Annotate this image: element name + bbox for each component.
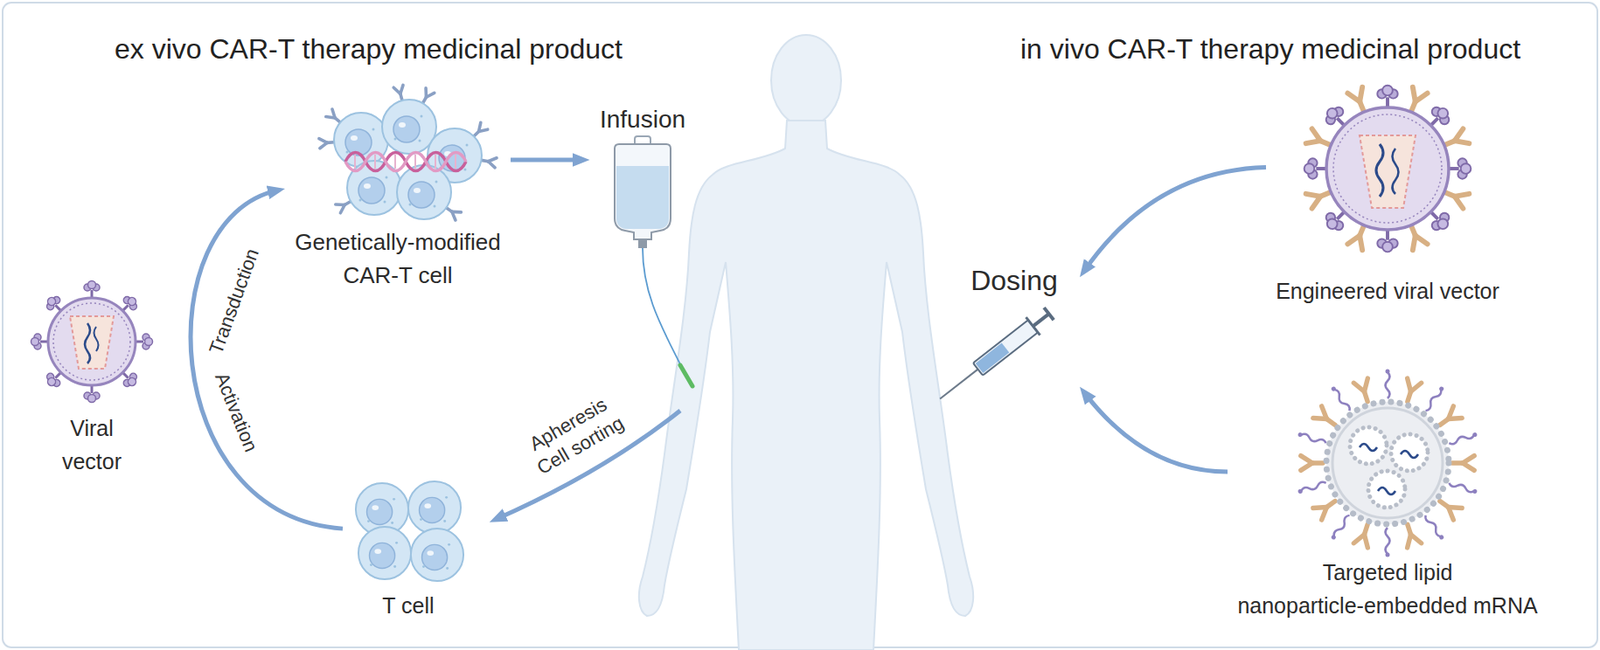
illustrated-item: Genetically-modified CAR-T cell bbox=[285, 85, 511, 293]
caption: Targeted lipid nanoparticle-embedded mRN… bbox=[1237, 556, 1538, 623]
caption: Dosing bbox=[970, 264, 1058, 298]
infusion-bag bbox=[614, 136, 693, 387]
step-label: Activation bbox=[208, 369, 264, 457]
caption: Infusion bbox=[599, 103, 686, 137]
illustrated-item: Viral vector bbox=[26, 272, 158, 479]
flow-arrow bbox=[1084, 393, 1228, 473]
caption: Viral vector bbox=[62, 411, 122, 479]
panel-title: in vivo CAR-T therapy medicinal product bbox=[1020, 31, 1521, 67]
flow-arrow bbox=[1084, 167, 1267, 272]
illustrated-item: Targeted lipid nanoparticle-embedded mRN… bbox=[1227, 375, 1548, 623]
illustrated-item: Engineered viral vector bbox=[1266, 69, 1510, 308]
human-silhouette bbox=[639, 34, 974, 650]
step-label: Transduction bbox=[203, 245, 265, 358]
viral-vector-drawing bbox=[31, 281, 154, 404]
syringe bbox=[932, 305, 1057, 409]
step-label: Apheresis Cell sorting bbox=[520, 389, 628, 481]
illustrated-item: Infusion bbox=[590, 103, 696, 245]
illustrated-item: Dosing bbox=[948, 264, 1080, 398]
lipid-nanoparticle-drawing bbox=[1297, 369, 1478, 558]
caption: T cell bbox=[382, 589, 434, 623]
caption: Genetically-modified CAR-T cell bbox=[294, 225, 501, 293]
illustrated-item: T cell bbox=[342, 476, 474, 623]
car-t-cells-drawing bbox=[319, 84, 497, 221]
flow-arrow bbox=[510, 157, 583, 162]
t-cells-drawing bbox=[355, 481, 464, 582]
engineered-viral-vector-drawing bbox=[1304, 85, 1472, 253]
panel-title: ex vivo CAR-T therapy medicinal product bbox=[114, 31, 623, 67]
caption: Engineered viral vector bbox=[1275, 274, 1500, 308]
